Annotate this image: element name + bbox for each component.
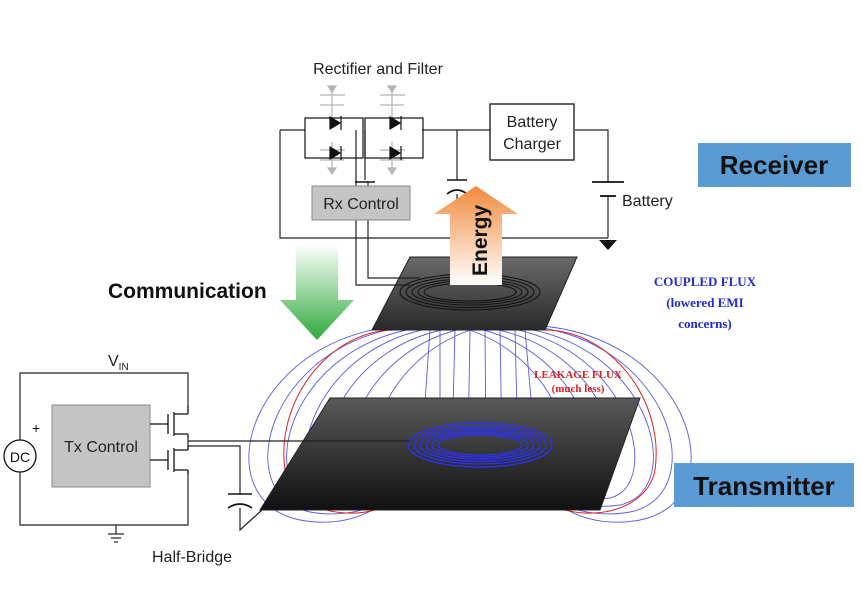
receiver-label: Receiver [720, 150, 828, 180]
leakage-flux-label-line1: LEAKAGE FLUX [534, 369, 622, 381]
battery-charger-label-line2: Charger [503, 136, 561, 153]
dc-plus-sign: + [32, 420, 40, 436]
half-bridge-mosfets [150, 405, 189, 475]
receiver-ground-icon [599, 240, 617, 250]
transmitter-wiring [19, 372, 410, 534]
transmitter-label: Transmitter [693, 471, 835, 501]
half-bridge-label: Half-Bridge [152, 549, 232, 566]
battery-charger-label-line1: Battery [507, 114, 558, 131]
transmitter-pad [259, 397, 641, 511]
coupled-flux-label-line2: (lowered EMI [666, 295, 743, 310]
energy-arrow [434, 186, 518, 285]
vin-label: VIN [108, 353, 129, 373]
transmitter-badge [674, 463, 854, 507]
coupled-flux-label-line3: concerns) [678, 316, 731, 331]
receiver-filter-capacitor [446, 179, 468, 195]
tx-control-label: Tx Control [64, 439, 138, 456]
rx-control-label: Rx Control [323, 196, 399, 213]
tx-control-box [51, 404, 151, 488]
receiver-badge [698, 143, 851, 187]
dc-source [3, 439, 37, 473]
coupled-flux-label-line1: COUPLED FLUX [654, 274, 757, 289]
communication-label: Communication [108, 280, 267, 303]
battery-charger-box [489, 103, 575, 161]
transmitter-ground-icon [108, 533, 124, 543]
transmitter-coil [407, 422, 553, 468]
rectifier-label: Rectifier and Filter [313, 61, 443, 78]
battery-icon [592, 181, 624, 197]
energy-label: Energy [469, 204, 492, 276]
rx-control-box [311, 185, 411, 221]
rectifier-diodes [304, 115, 424, 161]
rectifier-mosfets [320, 85, 405, 176]
battery-label: Battery [622, 193, 673, 210]
communication-arrow [280, 244, 354, 340]
transmitter-capacitor [227, 493, 253, 509]
leakage-flux-label-line2: (much less) [552, 383, 605, 395]
dc-source-label: DC [10, 449, 30, 465]
